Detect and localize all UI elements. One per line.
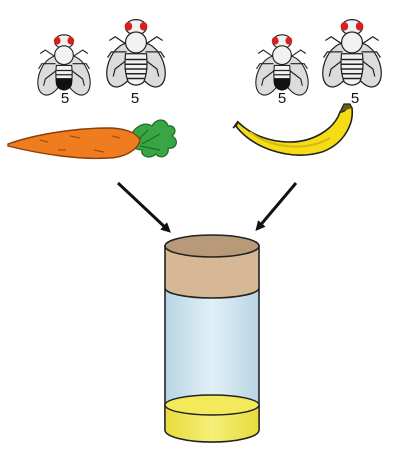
fly-count-female-left: 5 bbox=[120, 91, 150, 107]
banana-icon bbox=[233, 104, 352, 155]
arrow-left bbox=[118, 183, 168, 230]
carrot-icon bbox=[8, 120, 176, 158]
arrow-right bbox=[258, 183, 296, 228]
fly-count-male-left: 5 bbox=[50, 91, 80, 107]
fly-female-left bbox=[101, 20, 171, 92]
vial-icon bbox=[165, 235, 259, 442]
fly-count-female-right: 5 bbox=[340, 91, 370, 107]
fly-female-right bbox=[317, 20, 387, 92]
fly-count-male-right: 5 bbox=[267, 91, 297, 107]
